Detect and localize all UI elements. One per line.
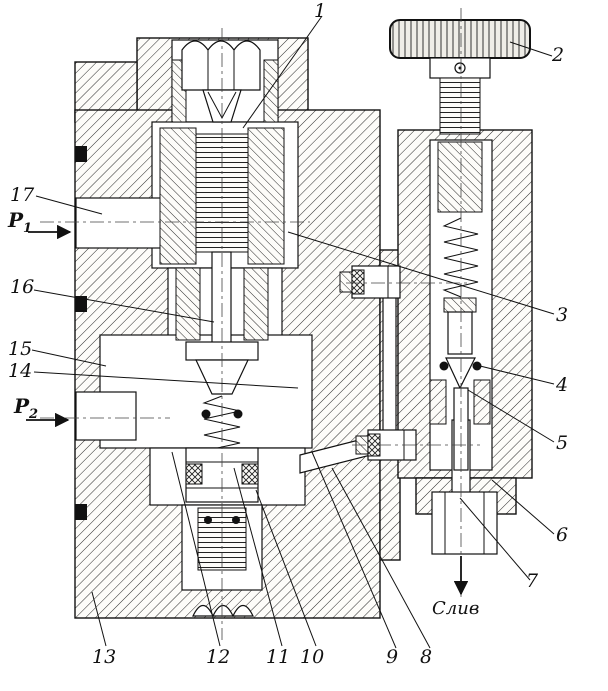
port-p2-base: P xyxy=(14,394,30,418)
pilot-spring-and-poppet xyxy=(429,141,491,471)
port-p1-base: P xyxy=(8,208,24,232)
leader-lines xyxy=(31,15,555,649)
callout-14: 14 xyxy=(8,360,33,382)
left-side-seals xyxy=(75,146,87,520)
callout-1: 1 xyxy=(314,0,327,22)
drain-label: Слив xyxy=(432,598,480,619)
orifice-fitting-upper xyxy=(339,265,401,299)
drain-plug xyxy=(444,492,485,554)
centerlines xyxy=(40,8,480,640)
callout-15: 15 xyxy=(8,338,33,360)
callout-13: 13 xyxy=(92,646,117,668)
callout-10: 10 xyxy=(300,646,325,668)
port-label-p2: P2 xyxy=(14,396,38,421)
callout-8: 8 xyxy=(420,646,433,668)
lower-piston-assembly xyxy=(185,447,259,618)
callout-12: 12 xyxy=(206,646,231,668)
callout-3: 3 xyxy=(556,304,569,326)
callout-6: 6 xyxy=(556,524,569,546)
adjustment-knob xyxy=(389,19,531,135)
port-label-p1: P1 xyxy=(8,210,32,235)
callout-7: 7 xyxy=(526,570,539,592)
callout-17: 17 xyxy=(10,184,35,206)
callout-5: 5 xyxy=(556,432,569,454)
callout-16: 16 xyxy=(10,276,35,298)
port-p2-sub: 2 xyxy=(29,407,39,422)
gland-nut-assembly xyxy=(171,40,279,123)
callout-11: 11 xyxy=(266,646,291,668)
flow-arrows xyxy=(26,224,469,596)
main-spool-and-spring xyxy=(159,127,285,458)
port-p1-sub: 1 xyxy=(23,221,33,236)
orifice-fitting-lower xyxy=(355,429,417,461)
callout-4: 4 xyxy=(556,374,569,396)
callout-2: 2 xyxy=(552,44,565,66)
callout-9: 9 xyxy=(386,646,399,668)
